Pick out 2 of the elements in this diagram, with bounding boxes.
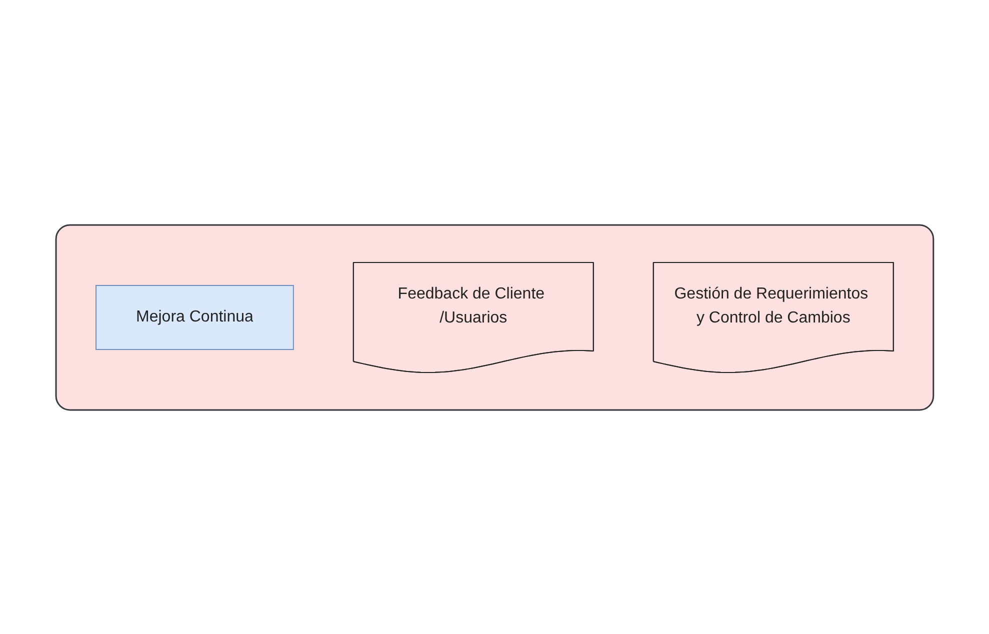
node-box: Mejora Continua: [95, 284, 294, 350]
cluster: [55, 224, 934, 410]
